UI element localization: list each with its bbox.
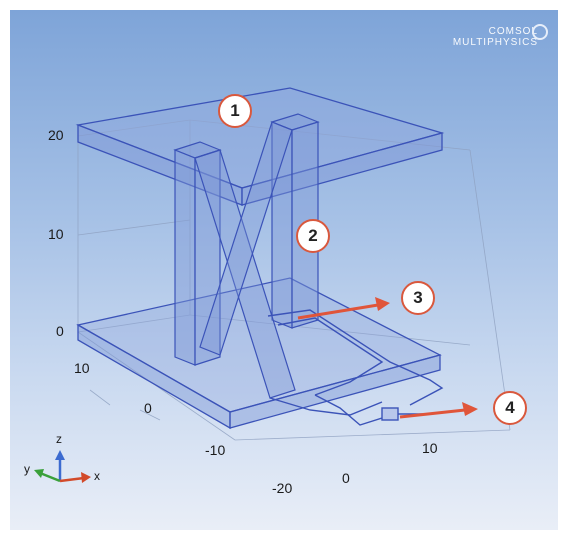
axis-triad xyxy=(34,450,91,483)
flow-arrows xyxy=(297,297,478,419)
y-tick-label: -10 xyxy=(205,442,226,458)
callout-3: 3 xyxy=(401,281,435,315)
logo-line-2: MULTIPHYSICS xyxy=(452,37,538,48)
logo-line-1: COMSOL xyxy=(488,26,538,37)
callout-2: 2 xyxy=(296,219,330,253)
y-tick-label: -20 xyxy=(272,480,293,496)
3d-viewport[interactable]: COMSOL MULTIPHYSICS 20 10 0 10 0 -10 -20… xyxy=(10,10,558,530)
callout-1: 1 xyxy=(218,94,252,128)
geometry-scene xyxy=(34,87,511,483)
triad-x-label: x xyxy=(94,469,100,483)
top-plate[interactable] xyxy=(75,87,445,206)
triad-y-label: y xyxy=(24,462,30,476)
y-tick-label: 10 xyxy=(74,360,90,376)
callout-4: 4 xyxy=(493,391,527,425)
z-tick-label: 10 xyxy=(48,226,64,242)
crossing-channels[interactable] xyxy=(194,121,296,399)
y-tick-label: 0 xyxy=(144,400,152,416)
bottom-plate[interactable] xyxy=(76,277,442,430)
z-tick-label: 0 xyxy=(56,323,64,339)
comsol-logo: COMSOL MULTIPHYSICS xyxy=(453,26,538,48)
left-pillar[interactable] xyxy=(173,141,222,366)
triad-z-label: z xyxy=(56,432,62,446)
z-tick-label: 20 xyxy=(48,127,64,143)
comsol-logo-icon xyxy=(532,24,548,40)
x-tick-label: 0 xyxy=(342,470,350,486)
x-tick-label: 10 xyxy=(422,440,438,456)
